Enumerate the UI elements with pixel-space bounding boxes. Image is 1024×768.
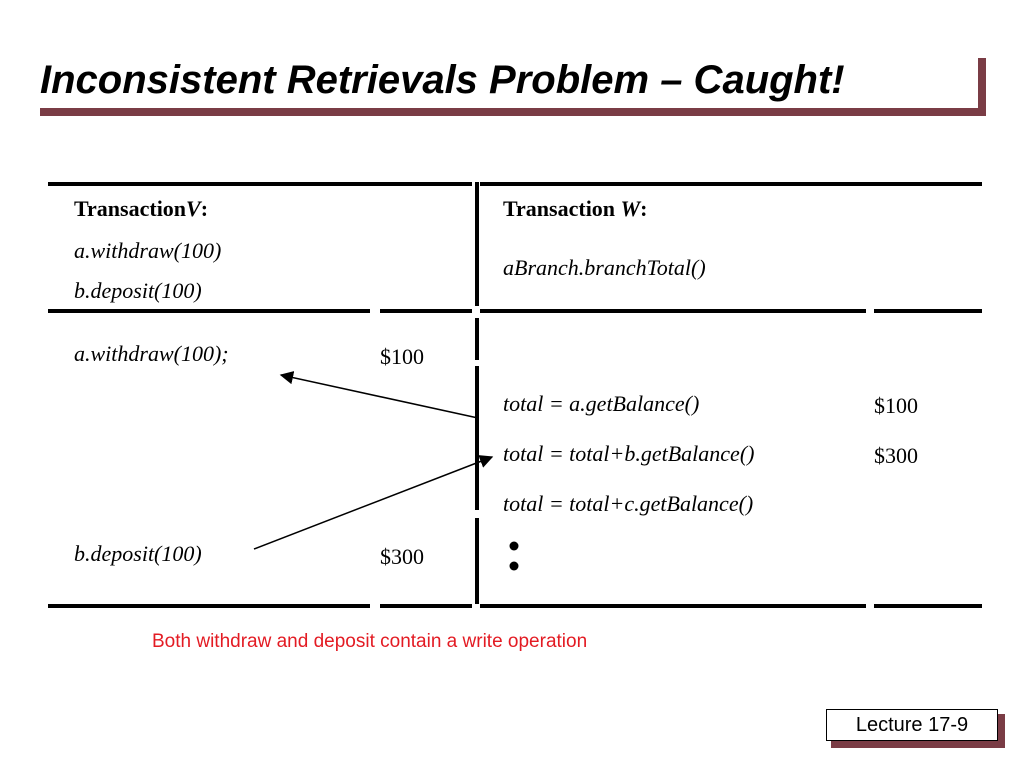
v-row-deposit: b.deposit(100)	[74, 541, 202, 566]
w-row-get-a-value: $100	[874, 393, 918, 418]
w-row-get-c: total = total+c.getBalance()	[503, 491, 754, 516]
arrow-read-a	[279, 370, 479, 419]
w-row-get-a: total = a.getBalance()	[503, 391, 700, 416]
arrow-read-b	[253, 455, 494, 550]
w-row-get-b: total = total+b.getBalance()	[503, 441, 755, 466]
write-operation-note: Both withdraw and deposit contain a writ…	[152, 631, 588, 652]
ellipsis-dot-1	[509, 541, 519, 551]
w-row-get-b-value: $300	[874, 443, 918, 468]
transaction-w-header: Transaction W:	[503, 196, 648, 221]
v-op-deposit: b.deposit(100)	[74, 278, 202, 303]
transaction-v-header: TransactionV:	[74, 196, 209, 221]
ellipsis-dot-2	[509, 561, 519, 571]
lecture-label: Lecture 17-9	[826, 709, 998, 741]
v-row-withdraw: a.withdraw(100);	[74, 341, 229, 366]
v-op-withdraw: a.withdraw(100)	[74, 238, 222, 263]
title-box	[32, 50, 978, 108]
w-op-branch-total: aBranch.branchTotal()	[503, 255, 706, 280]
slide-title: Inconsistent Retrievals Problem – Caught…	[40, 58, 845, 102]
v-row-withdraw-value: $100	[380, 344, 424, 369]
v-row-deposit-value: $300	[380, 544, 424, 569]
